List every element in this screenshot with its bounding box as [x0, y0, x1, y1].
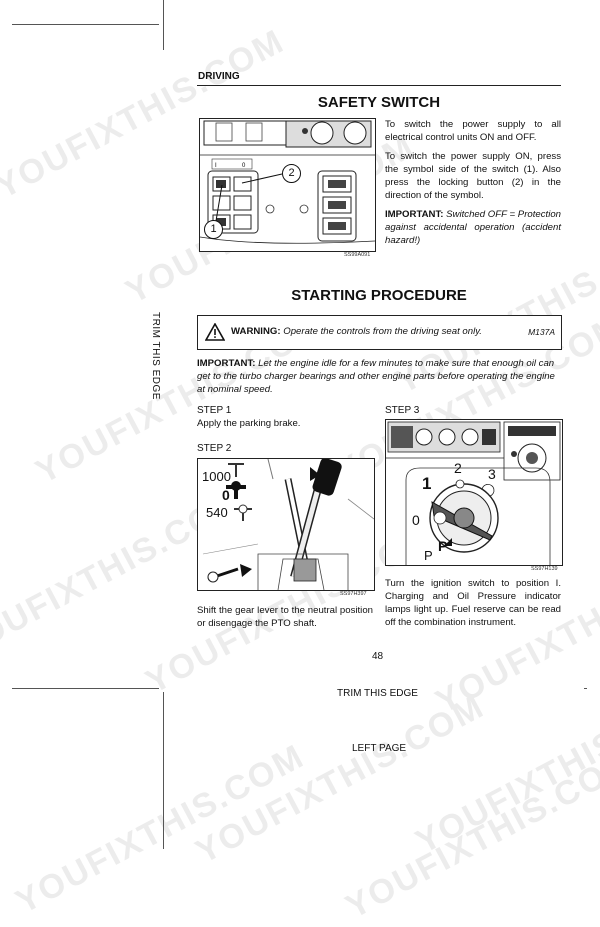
- step-1-text: Apply the parking brake.: [197, 418, 301, 429]
- safety-switch-para-1: To switch the power supply to all electr…: [385, 119, 561, 143]
- safety-switch-figure: I 0 1 2: [199, 118, 376, 252]
- ignition-position-0: 0: [412, 512, 420, 528]
- starting-important-text: Let the engine idle for a few minutes to…: [197, 358, 555, 395]
- crop-mark-top-vertical: [163, 0, 164, 50]
- callout-1: 1: [204, 220, 223, 239]
- svg-text:I: I: [215, 163, 217, 169]
- warning-triangle-icon: [205, 323, 225, 341]
- ignition-key-p: P: [438, 538, 448, 554]
- crop-mark-right: [584, 688, 587, 689]
- starting-important: IMPORTANT: Let the engine idle for a few…: [197, 357, 561, 396]
- warning-code: M137A: [528, 327, 555, 337]
- safety-switch-figure-code: SS99A091: [344, 252, 371, 258]
- step-2-text: Shift the gear lever to the neutral posi…: [197, 605, 373, 629]
- safety-switch-text: To switch the power supply to all electr…: [385, 118, 561, 247]
- warning-text: WARNING: Operate the controls from the d…: [231, 326, 482, 337]
- step-3-figure: 1 2 3 0 P P: [385, 419, 563, 566]
- important-label: IMPORTANT:: [385, 209, 444, 220]
- warning-box: WARNING: Operate the controls from the d…: [197, 315, 562, 350]
- page-number: 48: [372, 651, 384, 662]
- header-rule: [197, 85, 561, 86]
- watermark: YOUFIXTHIS.COM: [189, 686, 491, 872]
- crop-mark-top-horizontal: [12, 24, 159, 25]
- pto-540-label: 540: [206, 505, 228, 520]
- watermark: YOUFIXTHIS.COM: [339, 741, 600, 927]
- gear-lever-illustration: [198, 457, 375, 591]
- step-2-figure-code: SS97H397: [340, 591, 367, 597]
- step-2-figure: 1000 0 540: [197, 457, 375, 591]
- warning-label: WARNING:: [231, 326, 281, 337]
- step-3-text: Turn the ignition switch to position I. …: [385, 578, 561, 628]
- pto-0-label: 0: [222, 487, 230, 503]
- step-1-label: STEP 1: [197, 405, 232, 416]
- starting-procedure-title: STARTING PROCEDURE: [291, 287, 467, 304]
- safety-switch-title: SAFETY SWITCH: [317, 94, 441, 111]
- ignition-position-3: 3: [488, 466, 496, 482]
- starting-important-label: IMPORTANT:: [197, 358, 256, 369]
- watermark: YOUFIXTHIS.COM: [409, 676, 600, 862]
- trim-bottom-label: TRIM THIS EDGE: [337, 688, 418, 699]
- important-text: Switched OFF = Protection against accide…: [385, 209, 561, 246]
- safety-switch-para-2: To switch the power supply ON, press the…: [385, 151, 561, 201]
- safety-switch-important: IMPORTANT: Switched OFF = Protection aga…: [385, 208, 561, 247]
- section-label: DRIVING: [198, 71, 240, 82]
- left-page-label: LEFT PAGE: [352, 743, 407, 754]
- crop-mark-bottom-vertical: [163, 692, 164, 849]
- warning-message: Operate the controls from the driving se…: [283, 326, 482, 337]
- step-2-label: STEP 2: [197, 443, 232, 454]
- dashboard-illustration: I 0: [199, 119, 376, 251]
- pto-1000-label: 1000: [202, 469, 231, 484]
- step-3-figure-code: SS97H139: [531, 566, 558, 572]
- svg-text:0: 0: [242, 163, 246, 169]
- ignition-switch-illustration: [386, 420, 562, 565]
- ignition-position-1: 1: [422, 474, 432, 493]
- callout-2: 2: [282, 164, 301, 183]
- ignition-position-p: P: [424, 548, 433, 563]
- crop-mark-bottom-horizontal: [12, 688, 159, 689]
- trim-side-label: TRIM THIS EDGE: [150, 312, 161, 400]
- watermark: YOUFIXTHIS.COM: [9, 736, 311, 922]
- step-3-label: STEP 3: [385, 405, 420, 416]
- ignition-position-2: 2: [454, 460, 462, 476]
